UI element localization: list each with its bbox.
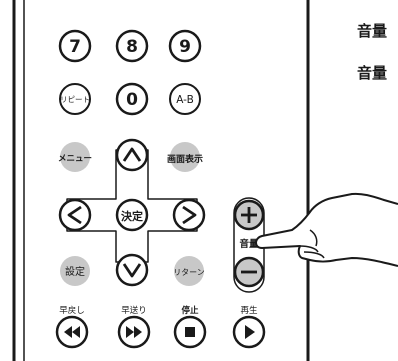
play-button[interactable] bbox=[232, 315, 266, 349]
left-button[interactable] bbox=[58, 198, 92, 232]
rewind-caption: 早戻し bbox=[59, 305, 85, 316]
down-button[interactable] bbox=[115, 253, 149, 287]
button-7[interactable]: 7 bbox=[58, 29, 92, 63]
button-0[interactable]: 0 bbox=[115, 82, 149, 116]
button-7-label: 7 bbox=[69, 37, 81, 57]
menu-button[interactable]: メニュー bbox=[58, 142, 92, 172]
chevron-down-icon bbox=[122, 263, 142, 278]
chevron-right-icon bbox=[182, 205, 197, 225]
up-button[interactable] bbox=[115, 138, 149, 172]
play-icon bbox=[245, 325, 255, 339]
repeat-label: リピート bbox=[60, 95, 90, 104]
fastforward-caption: 早送り bbox=[121, 305, 147, 316]
rewind-icon bbox=[64, 326, 80, 338]
button-0-label: 0 bbox=[126, 90, 138, 110]
dpad-cross-outline bbox=[66, 149, 198, 263]
fastforward-icon bbox=[126, 326, 142, 338]
fastforward-button[interactable] bbox=[117, 315, 151, 349]
menu-label: メニュー bbox=[58, 154, 92, 164]
settings-label: 設定 bbox=[65, 265, 85, 278]
chevron-left-icon bbox=[67, 205, 82, 225]
volume-down-button[interactable] bbox=[233, 256, 265, 288]
button-8-label: 8 bbox=[126, 37, 138, 57]
chevron-up-icon bbox=[122, 147, 142, 162]
settings-button[interactable]: 設定 bbox=[60, 256, 90, 286]
volume-up-button[interactable] bbox=[233, 199, 265, 231]
button-9-label: 9 bbox=[179, 37, 191, 57]
stop-caption: 停止 bbox=[181, 305, 199, 316]
display-label: 画面表示 bbox=[167, 153, 203, 165]
rewind-button[interactable] bbox=[55, 315, 89, 349]
enter-label: 決定 bbox=[121, 209, 143, 223]
stop-button[interactable] bbox=[173, 315, 207, 349]
return-label: リターン bbox=[173, 268, 205, 277]
repeat-button[interactable]: リピート bbox=[59, 83, 91, 115]
side-heading-volume-1: 音量 bbox=[357, 22, 388, 40]
return-button[interactable]: リターン bbox=[173, 256, 205, 286]
pointing-hand-illustration bbox=[255, 192, 398, 267]
stop-icon bbox=[185, 327, 195, 337]
ab-repeat-button[interactable]: A-B bbox=[169, 83, 201, 115]
display-button[interactable]: 画面表示 bbox=[167, 142, 203, 172]
right-button[interactable] bbox=[172, 198, 206, 232]
play-caption: 再生 bbox=[240, 305, 258, 316]
ab-label: A-B bbox=[176, 94, 194, 106]
volume-label: 音量 bbox=[239, 238, 259, 250]
side-heading-volume-2: 音量 bbox=[357, 64, 388, 82]
button-9[interactable]: 9 bbox=[168, 29, 202, 63]
enter-button[interactable]: 決定 bbox=[115, 198, 149, 232]
button-8[interactable]: 8 bbox=[115, 29, 149, 63]
